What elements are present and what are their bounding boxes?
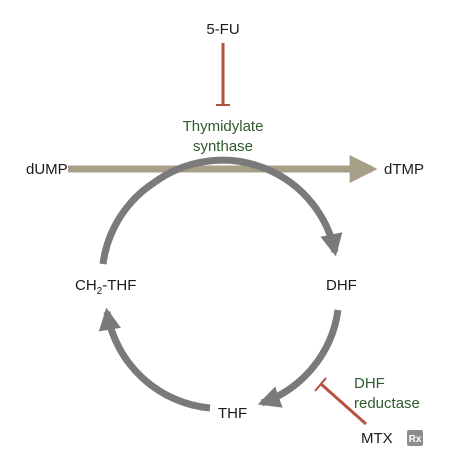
enzyme-thymidylate-synthase-line1: Thymidylate <box>183 118 264 135</box>
rx-badge-text: Rx <box>409 434 422 445</box>
enzyme-dhf-reductase-line1: DHF <box>354 375 385 392</box>
dhf-label: DHF <box>326 277 357 294</box>
product-dtmp-label: dTMP <box>384 161 424 178</box>
enzyme-dhf-reductase-line2: reductase <box>354 395 420 412</box>
enzyme-thymidylate-synthase-line2: synthase <box>193 138 253 155</box>
ch2-thf-subscript: 2 <box>97 286 103 297</box>
substrate-dump-label: dUMP <box>26 161 68 178</box>
cycle-arrow-to-ch2-thf <box>98 307 211 412</box>
cycle-arrow-to-dhf <box>152 156 343 257</box>
rx-badge-icon: Rx <box>407 430 423 446</box>
inhibition-line-5fu <box>216 43 230 106</box>
cycle-arrow-to-thf <box>257 309 342 408</box>
cycle-arrow-from-ch2-thf <box>99 179 157 265</box>
ch2-thf-prefix: CH <box>75 277 97 294</box>
thf-label: THF <box>218 405 247 422</box>
inhibitor-5fu-label: 5-FU <box>206 21 239 38</box>
ch2-thf-suffix: -THF <box>102 277 136 294</box>
ch2-thf-label: CH2-THF <box>75 277 136 297</box>
inhibition-line-mtx <box>314 377 367 426</box>
inhibitor-mtx-label: MTX <box>361 430 393 447</box>
